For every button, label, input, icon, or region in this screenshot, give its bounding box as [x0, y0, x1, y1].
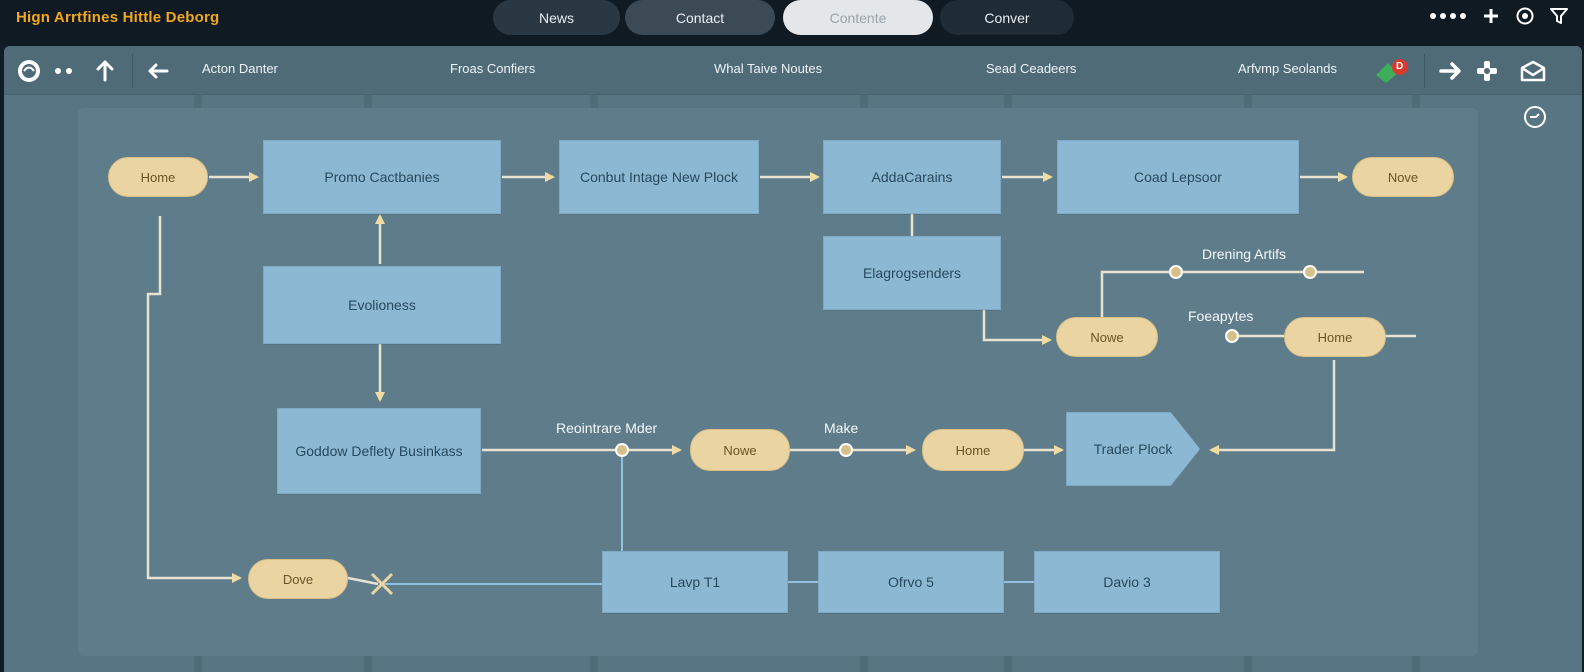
tab-conver[interactable]: Conver [940, 0, 1074, 35]
toolbar-item-froas-confiers[interactable]: Froas Confiers [450, 61, 536, 76]
top-icon-group [1428, 5, 1570, 27]
node-lavp-t1[interactable]: Lavp T1 [602, 551, 788, 613]
terminal-home-right[interactable]: Home [1284, 317, 1386, 357]
mail-icon[interactable] [1520, 58, 1546, 84]
toolbar-item-sead-ceadeers[interactable]: Sead Ceadeers [986, 61, 1077, 76]
node-ofrvo-5[interactable]: Ofrvo 5 [818, 551, 1004, 613]
node-addacarains[interactable]: AddaCarains [823, 140, 1001, 214]
connector-layer [146, 172, 1416, 596]
label-reointrare-mder: Reointrare Mder [556, 420, 658, 436]
terminal-nowe-mid[interactable]: Nowe [1056, 317, 1158, 357]
toolbar-item-whal-taive-noutes[interactable]: Whal Taive Noutes [714, 61, 823, 76]
tab-contact[interactable]: Contact [625, 0, 775, 35]
node-promo-cactbanies[interactable]: Promo Cactbanies [263, 140, 501, 214]
toolbar-divider [132, 54, 133, 88]
app-title: Hign Arrtfines Hittle Deborg [16, 9, 220, 26]
arrow-right-icon[interactable] [1438, 58, 1464, 84]
toolbar-item-arfvmp-seolands[interactable]: Arfvmp Seolands [1238, 61, 1337, 76]
terminal-home-lower[interactable]: Home [922, 429, 1024, 471]
more-dots-icon[interactable] [50, 58, 78, 84]
terminal-nove-end[interactable]: Nove [1352, 157, 1454, 197]
diagram-window: Acton Danter Froas Confiers Whal Taive N… [4, 46, 1582, 672]
more-dots-icon[interactable] [1428, 5, 1468, 27]
terminal-home-start[interactable]: Home [108, 157, 208, 197]
plus-icon[interactable] [1480, 5, 1502, 27]
top-bar: Hign Arrtfines Hittle Deborg News Contac… [0, 0, 1584, 44]
terminal-dove[interactable]: Dove [248, 559, 348, 599]
arrow-left-icon[interactable] [145, 58, 171, 84]
tag-badge: D [1396, 61, 1404, 72]
label-drening-artifs: Drening Artifs [1202, 246, 1287, 262]
clock-icon[interactable] [1522, 104, 1548, 130]
label-foeapytes: Foeapytes [1188, 308, 1254, 324]
filter-icon[interactable] [1548, 5, 1570, 27]
move-icon[interactable] [1474, 58, 1500, 84]
node-evolioness[interactable]: Evolioness [263, 266, 501, 344]
node-trader-plock[interactable]: Trader Plock [1066, 412, 1200, 486]
node-coad-lepsoor[interactable]: Coad Lepsoor [1057, 140, 1299, 214]
toolbar: Acton Danter Froas Confiers Whal Taive N… [4, 46, 1582, 95]
node-goddow-deflety[interactable]: Goddow Deflety Businkass [277, 408, 481, 494]
record-icon[interactable] [1514, 5, 1536, 27]
node-davio-3[interactable]: Davio 3 [1034, 551, 1220, 613]
terminal-nowe-lower[interactable]: Nowe [690, 429, 790, 471]
toolbar-item-acton-danter[interactable]: Acton Danter [202, 61, 278, 76]
tag-icon[interactable]: D [1372, 58, 1412, 84]
tab-news[interactable]: News [493, 0, 620, 35]
label-make: Make [824, 420, 859, 436]
tab-contente[interactable]: Contente [783, 0, 933, 35]
arrow-up-icon[interactable] [92, 58, 118, 84]
toolbar-divider [1424, 54, 1425, 88]
chat-bubble-icon[interactable] [16, 58, 42, 84]
node-conbut-intage[interactable]: Conbut Intage New Plock [559, 140, 759, 214]
node-elagrogsenders[interactable]: Elagrogsenders [823, 236, 1001, 310]
